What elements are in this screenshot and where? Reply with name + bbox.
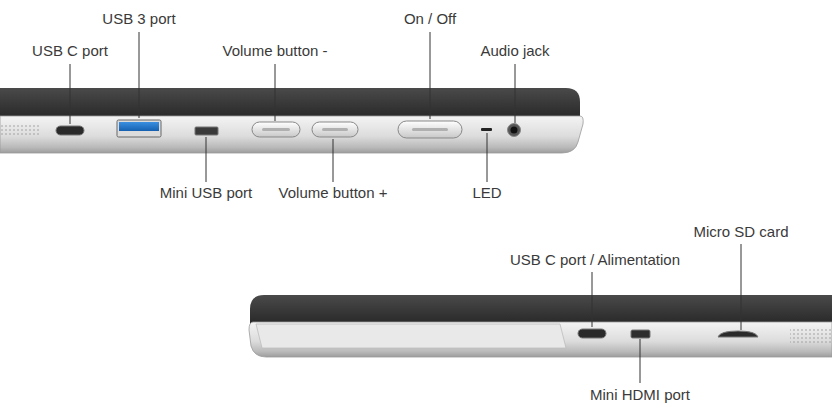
part-label: Mini USB port [160, 184, 253, 202]
part-label: Audio jack [480, 42, 549, 60]
part-label: Volume button - [222, 42, 327, 60]
part-label: On / Off [404, 10, 456, 28]
part-label: Micro SD card [693, 223, 788, 241]
part-label: Volume button + [279, 184, 388, 202]
leader-lines-top [70, 32, 515, 182]
part-label: LED [472, 184, 501, 202]
part-label: Mini HDMI port [590, 386, 690, 404]
top-device-edge [0, 88, 583, 153]
part-label: USB 3 port [102, 10, 175, 28]
part-label: USB C port / Alimentation [510, 251, 680, 269]
bottom-device-edge [249, 295, 832, 357]
part-label: USB C port [32, 42, 108, 60]
